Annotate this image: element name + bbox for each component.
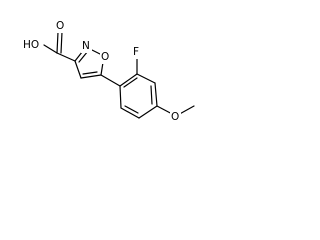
- bond-c5-aryl: [100, 74, 121, 87]
- ring-oxygen-label-bg: [100, 50, 111, 64]
- bond-ar6-ar1: [119, 85, 122, 109]
- bond-c-o-double-b: [60, 31, 63, 54]
- methoxy-oxygen-label: O: [171, 111, 179, 123]
- fluorine-label-bg: [131, 45, 142, 59]
- bond-ar5-ar6: [120, 107, 140, 119]
- bond-c5-c4-inner: [82, 71, 98, 75]
- hydroxyl-label: HO: [23, 39, 39, 51]
- fluorine-label: F: [133, 46, 139, 58]
- bond-ar5-ar6-inner: [124, 105, 139, 114]
- ring-oxygen-label: O: [101, 51, 109, 63]
- molecule-canvas: HO O N O F O: [0, 0, 223, 148]
- bond-ar1-ar2: [119, 73, 138, 87]
- carbonyl-oxygen-label: O: [56, 20, 64, 32]
- bond-ar2-ar3: [136, 73, 156, 84]
- bond-c4-c3: [74, 60, 82, 79]
- bond-c5-c4: [80, 74, 102, 79]
- bond-c-ring: [56, 52, 76, 62]
- bond-c-oh: [43, 44, 58, 54]
- hydroxyl-label-bg: [22, 38, 43, 52]
- ring-nitrogen-label: N: [82, 40, 90, 52]
- methoxy-oxygen-label-bg: [170, 110, 181, 124]
- bond-c-o-double-a: [56, 31, 59, 54]
- bond-ar3-ar4-inner: [150, 85, 153, 105]
- carbonyl-oxygen-label-bg: [55, 19, 66, 33]
- bond-ar1-ar2-inner: [123, 77, 138, 88]
- bond-ar4-ar5: [138, 105, 158, 119]
- ring-nitrogen-label-bg: [81, 39, 92, 53]
- structure-drawing: HO O N O F O: [22, 19, 195, 124]
- bond-ar3-ar4: [154, 82, 158, 107]
